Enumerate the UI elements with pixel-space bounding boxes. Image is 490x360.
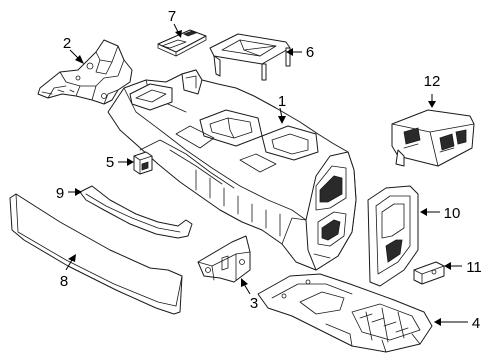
arrowhead-7 [175,30,182,38]
callout-4: 4 [472,315,480,332]
callout-labels: 1 2 3 4 5 6 7 8 9 10 11 12 [56,8,482,332]
part-4-base-tray [257,273,433,353]
callout-11: 11 [466,259,482,276]
arrowhead-11 [444,262,451,270]
part-7-clip [157,29,207,57]
arrowhead-9 [75,188,82,196]
arrowhead-6 [286,48,293,56]
callout-7: 7 [168,8,176,25]
part-1-console-body [107,69,357,271]
callout-12: 12 [424,73,441,90]
part-2-bracket [37,39,133,105]
arrowhead-3 [241,278,248,287]
callout-8: 8 [60,273,68,290]
callout-1: 1 [278,93,286,110]
part-5-sensor [133,151,153,175]
part-10-rear-panel [367,185,419,287]
leader-3 [243,283,251,295]
callout-6: 6 [306,44,314,61]
arrowhead-8 [68,254,76,262]
part-8-side-panel [9,193,183,315]
part-11-switch [413,261,445,285]
leader-lines [65,23,468,326]
callout-2: 2 [63,35,71,52]
arrowhead-5 [127,158,134,166]
leader-8 [65,259,73,271]
part-3-bracket [197,235,251,283]
arrowhead-2 [75,55,84,64]
part-6-tray-frame [209,33,291,81]
callout-10: 10 [444,205,461,222]
arrowhead-12 [428,101,436,108]
arrowhead-10 [420,208,427,216]
callout-9: 9 [56,185,64,202]
callout-5: 5 [106,154,114,171]
part-9-trim-strip [79,185,193,239]
callout-3: 3 [250,295,258,312]
arrowhead-4 [434,318,441,326]
arrowhead-1 [278,116,286,124]
part-12-rear-vent [391,109,475,167]
leader-7 [173,23,179,33]
